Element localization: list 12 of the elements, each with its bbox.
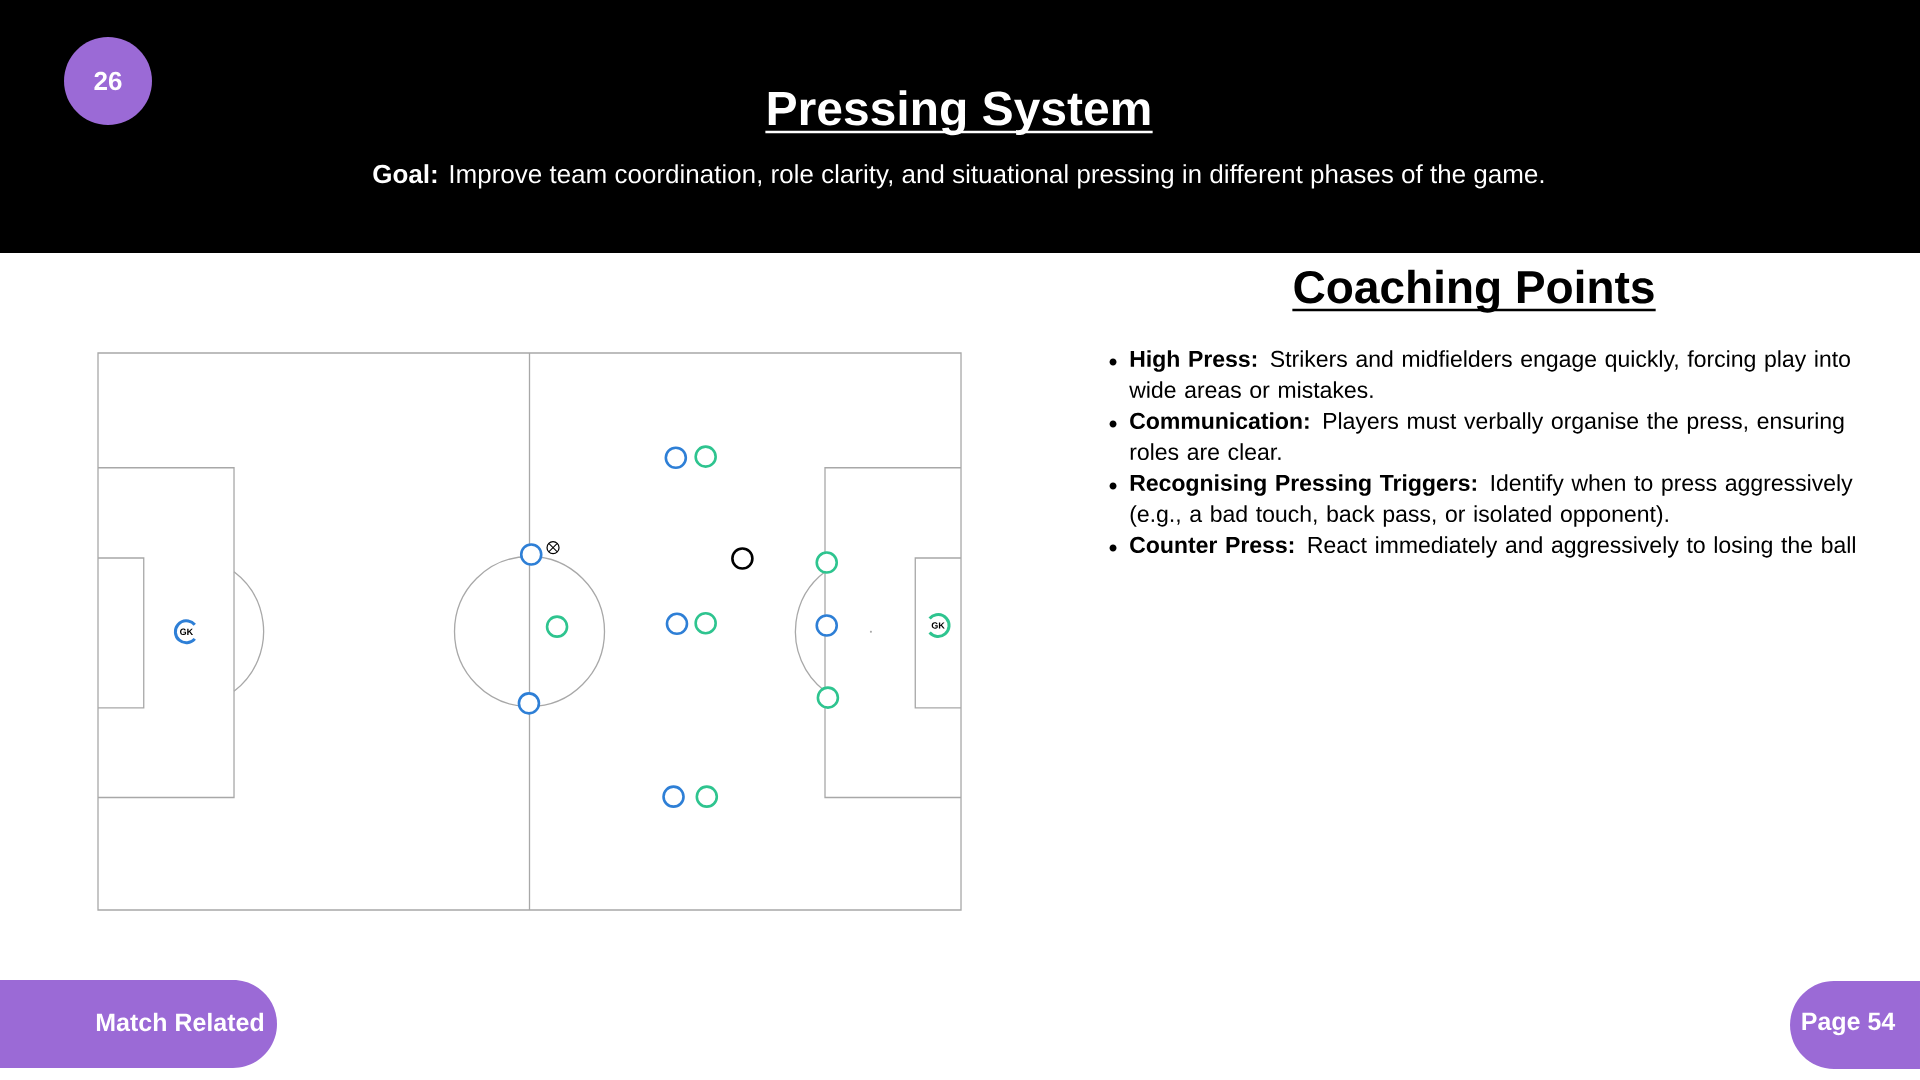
goal-text: Goal: Improve team coordination, role clarity, and situational pressing in different phases of the game. [373,164,1544,189]
number-badge: 26 [64,37,152,125]
section-heading: Coaching Points [1292,269,1656,313]
gk-label: GK [931,622,945,629]
page-tab: Page 54 [1790,981,1920,1069]
title: Pressing System [765,90,1153,136]
bullet-item: Communication: Players must verbally organise the press, ensuring roles are clear. [1109,412,1844,461]
gk-label: GK [180,628,194,635]
category-tab: Match Related [0,980,277,1068]
bullet-item: Counter Press: React immediately and aggressively to losing the ball [1109,536,1855,558]
bullet-item: Recognising Pressing Triggers: Identify when to press aggressively (e.g., a bad touch, back pass, or isolated opponent). [1109,474,1853,527]
bullet-item: High Press: Strikers and midfielders engage quickly, forcing play into wide areas or mistakes. [1109,350,1850,399]
